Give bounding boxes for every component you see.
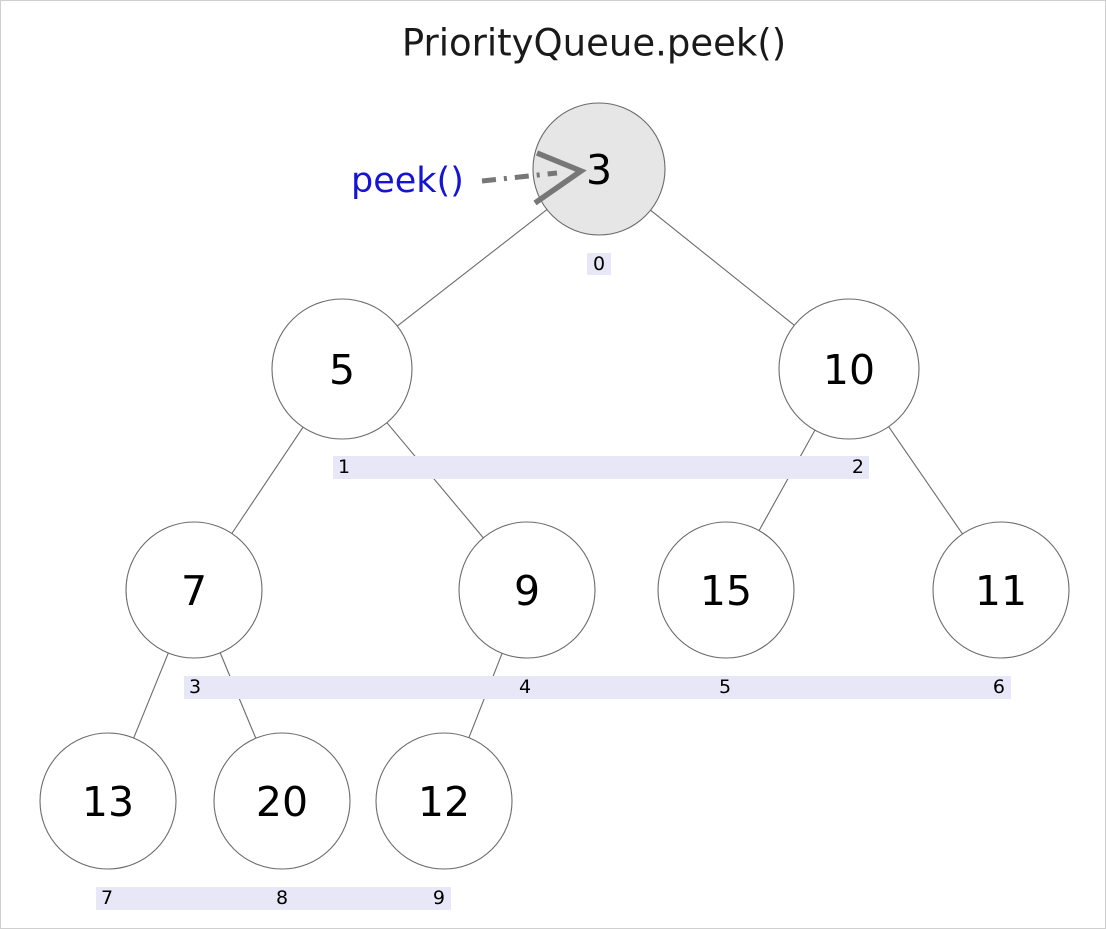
tree-edge	[888, 426, 963, 535]
node-circle	[375, 732, 513, 870]
tree-node-5[interactable]: 5	[271, 298, 413, 440]
node-value-label: 12	[418, 778, 470, 826]
node-circle	[932, 521, 1070, 659]
node-value-label: 9	[514, 567, 540, 615]
tree-edge	[231, 426, 304, 534]
array-index-label: 7	[101, 887, 113, 909]
array-index-label: 8	[276, 887, 288, 909]
node-value-label: 3	[586, 146, 612, 194]
tree-edge	[386, 422, 484, 539]
node-value-label: 10	[823, 346, 875, 394]
node-circle	[657, 521, 795, 659]
node-circle	[271, 298, 413, 440]
tree-edge	[758, 429, 816, 531]
peek-callout-group: peek()	[351, 150, 587, 206]
array-index-label: 3	[189, 676, 201, 698]
node-value-label: 7	[181, 567, 207, 615]
peek-callout-arrowhead	[533, 150, 587, 206]
tree-node-20[interactable]: 20	[213, 732, 351, 870]
node-circle	[778, 298, 920, 440]
array-index-label: 1	[338, 456, 350, 478]
array-index-label: 4	[519, 676, 531, 698]
node-value-label: 11	[975, 567, 1027, 615]
array-index-label: 9	[433, 887, 445, 909]
array-index-label: 6	[993, 676, 1005, 698]
node-circle	[125, 521, 263, 659]
peek-callout-label: peek()	[351, 161, 464, 201]
tree-node-9[interactable]: 9	[458, 521, 596, 659]
tree-node-3[interactable]: 3	[532, 102, 666, 236]
tree-edge	[650, 209, 795, 326]
tree-node-7[interactable]: 7	[125, 521, 263, 659]
figure-title: PriorityQueue.peek()	[402, 22, 786, 65]
index-band-level-2	[184, 676, 1011, 699]
node-value-label: 15	[700, 567, 752, 615]
node-circle	[532, 102, 666, 236]
array-index-label: 0	[593, 253, 605, 275]
tree-edge	[396, 209, 548, 327]
node-circle	[458, 521, 596, 659]
index-band-level-1	[333, 456, 869, 479]
node-value-label: 13	[82, 778, 134, 826]
tree-node-15[interactable]: 15	[657, 521, 795, 659]
tree-node-13[interactable]: 13	[39, 732, 177, 870]
tree-node-10[interactable]: 10	[778, 298, 920, 440]
node-circle	[213, 732, 351, 870]
node-circle	[39, 732, 177, 870]
array-index-label: 5	[719, 676, 731, 698]
tree-node-11[interactable]: 11	[932, 521, 1070, 659]
index-band-level-0	[587, 253, 611, 275]
tree-edge	[133, 652, 169, 739]
peek-callout-leader-line	[481, 170, 558, 184]
tree-node-12[interactable]: 12	[375, 732, 513, 870]
index-band-level-3	[96, 887, 451, 910]
node-value-label: 5	[329, 346, 355, 394]
node-value-label: 20	[256, 778, 308, 826]
array-index-label: 2	[852, 456, 864, 478]
